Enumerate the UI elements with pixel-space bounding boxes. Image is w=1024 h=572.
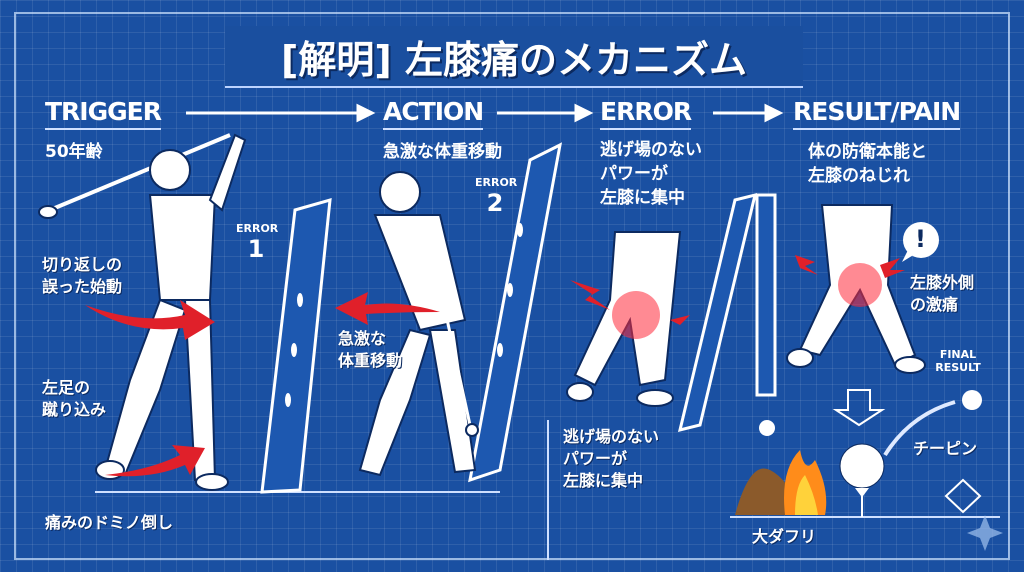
line: 誤った始動 [42,277,123,296]
callout-no-escape: 逃げ場のない パワーが 左膝に集中 [563,426,659,492]
pain-glow-error [612,291,660,339]
line: 左足の [42,378,91,397]
callout-wrong-start: 切り返しの 誤った始動 [42,254,122,298]
golf-ball-on-tee [839,443,885,489]
domino-blocks [260,142,777,494]
error-marker-1: ERROR 1 [236,222,279,263]
stage-trigger-label: TRIGGER [45,97,162,130]
stage-result-label: RESULT/PAIN [793,97,961,130]
line: 逃げ場のない [600,140,702,160]
callout-domino: 痛みのドミノ倒し [45,513,174,532]
stage-error-sub: 逃げ場のない パワーが 左膝に集中 [600,138,702,210]
stage-action-sub: 急激な体重移動 [383,142,502,162]
golfer-action-figure [358,171,479,477]
error-marker-2: ERROR 2 [475,176,518,217]
stage-error-label: ERROR [600,97,692,130]
line: 左膝のねじれ [808,166,910,186]
line: 逃げ場のない [563,427,660,446]
logo-emblem [944,478,982,514]
stage-trigger-sub: 50年齢 [45,142,103,162]
title-box: [解明] 左膝痛のメカニズム [225,26,803,88]
dirt-splash [735,468,800,515]
page-title: [解明] 左膝痛のメカニズム [281,37,747,82]
line: 体の防衛本能と [808,142,927,162]
error-marker-label: ERROR [236,222,279,235]
ball-topped [759,420,775,436]
line: 切り返しの [42,255,123,274]
line: FINAL [939,348,977,361]
line: 体重移動 [338,351,403,370]
callout-hook: チーピン [913,439,978,458]
line: パワーが [600,164,668,184]
lightning-icons [570,255,905,330]
line: 急激な [338,329,387,348]
callout-outer-knee-pain: 左膝外側 の激痛 [910,272,974,316]
line: の激痛 [910,295,959,314]
ball-hooked [962,390,982,410]
error-marker-number: 2 [486,189,504,217]
callout-sudden-shift: 急激な 体重移動 [338,328,402,372]
error-marker-number: 1 [247,235,265,263]
stage-result-sub: 体の防衛本能と 左膝のねじれ [808,140,927,188]
line: RESULT [935,361,981,374]
exclamation-mark: ! [915,225,926,253]
down-arrow-icon [832,389,886,427]
red-motion-arrows [85,292,440,477]
exclamation-bubble-icon [902,222,939,262]
sparkle-icon [967,515,1003,551]
line: 左膝外側 [910,273,975,292]
line: 左膝に集中 [600,188,685,208]
golfer-trigger-figure [38,133,247,491]
callout-fat-shot: 大ダフリ [752,527,817,546]
frame-border [14,12,1010,560]
line: パワーが [563,449,628,468]
error-marker-label: ERROR [475,176,518,189]
stage-action-label: ACTION [383,97,484,130]
final-result-label: FINAL RESULT [930,348,986,374]
line: 左膝に集中 [563,471,644,490]
callout-left-foot-kick: 左足の 蹴り込み [42,377,106,421]
pain-glow-result [838,263,882,307]
line: 蹴り込み [42,400,107,419]
